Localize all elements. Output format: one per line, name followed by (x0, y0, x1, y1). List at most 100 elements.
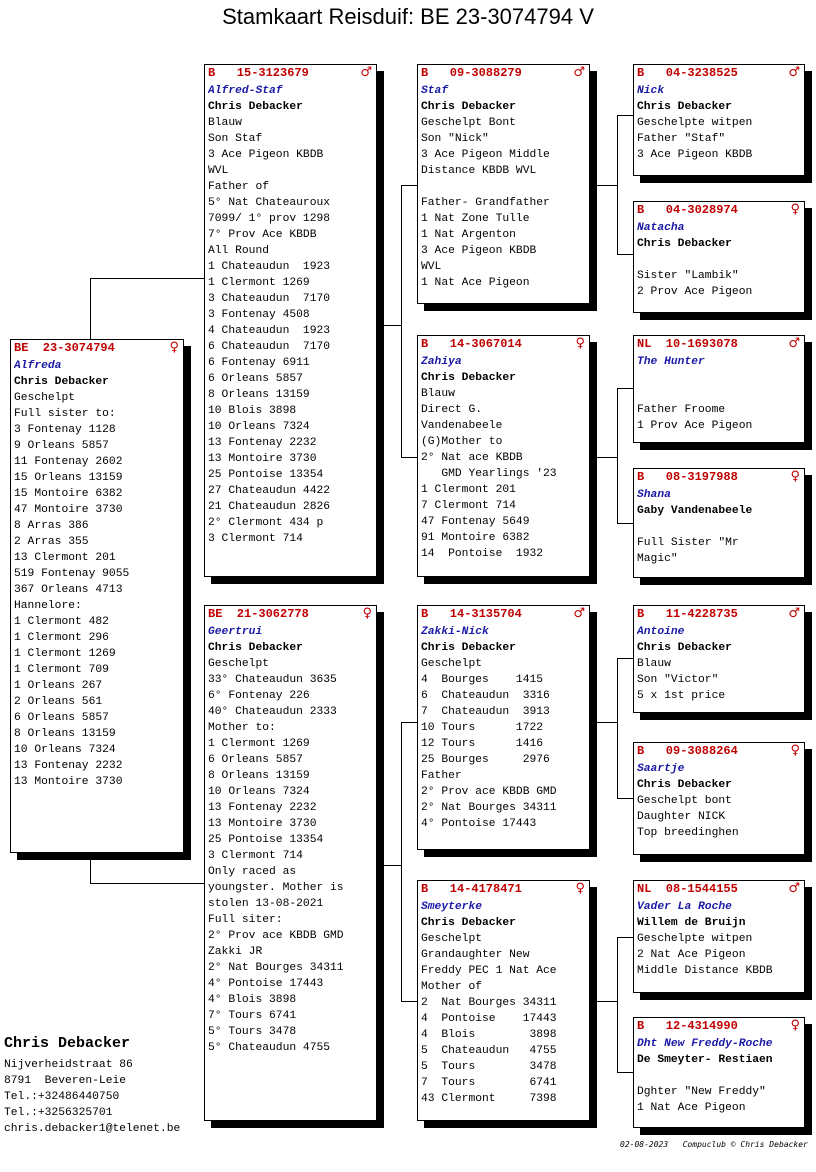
pedigree-line: Father of (208, 181, 270, 193)
connector (617, 1072, 633, 1073)
pedigree-line: 5 x 1st price (637, 690, 726, 702)
pigeon-name: Saartje (637, 763, 685, 775)
pedigree-line: 13 Fontenay 2232 (208, 437, 317, 449)
pedigree-line: Geschelpte witpen (637, 933, 753, 945)
owner-address: Nijverheidstraat 86 (4, 1059, 133, 1071)
owner-city: 8791 Beveren-Leie (4, 1075, 127, 1087)
pedigree-line: 3 Ace Pigeon KBDB (208, 149, 324, 161)
pigeon-name: Dht New Freddy-Roche (637, 1038, 773, 1050)
pedigree-line: 13 Montoire 3730 (208, 453, 317, 465)
pedigree-line: 6 Fontenay 6911 (208, 357, 310, 369)
pedigree-line: 2 Nat Bourges 34311 (421, 997, 557, 1009)
ring-number: B 11-4228735 (637, 607, 738, 621)
connector (617, 523, 633, 524)
connector (617, 254, 633, 255)
pedigree-line: 25 Bourges 2976 (421, 754, 550, 766)
pedigree-line: 5° Tours 3478 (208, 1026, 297, 1038)
pedigree-line: 2° Nat Bourges 34311 (421, 802, 557, 814)
pedigree-line: 6 Chateaudun 7170 (208, 341, 331, 353)
page-title: Stamkaart Reisduif: BE 23-3074794 V (222, 4, 594, 29)
pedigree-line: Blauw (208, 117, 242, 129)
pedigree-line: 1 Clermont 201 (421, 484, 516, 496)
connector (90, 883, 204, 884)
pedigree-line: Father- Grandfather (421, 197, 550, 209)
ring-number: B 14-3067014 (421, 337, 522, 351)
female-icon: ♀ (362, 606, 372, 621)
female-icon: ♀ (790, 202, 800, 217)
connector (617, 658, 618, 798)
pedigree-line: 2° Nat Bourges 34311 (208, 962, 344, 974)
pedigree-line: 33° Chateaudun 3635 (208, 674, 337, 686)
pedigree-line: 47 Fontenay 5649 (421, 516, 530, 528)
pedigree-line: 2° Clermont 434 p (208, 517, 324, 529)
pedigree-line: 5 Chateaudun 4755 (421, 1045, 557, 1057)
pedigree-line: WVL (421, 261, 442, 273)
pedigree-line: 6 Chateaudun 3316 (421, 690, 550, 702)
pedigree-line: Middle Distance KBDB (637, 965, 773, 977)
pedigree-line: Father (421, 770, 462, 782)
pedigree-line: Blauw (421, 388, 455, 400)
pedigree-line: 1 Clermont 1269 (208, 738, 310, 750)
connector (617, 115, 633, 116)
pedigree-line: 2° Prov ace KBDB GMD (208, 930, 344, 942)
pedigree-line: Father "Staf" (637, 133, 726, 145)
pedigree-line: Direct G. (421, 404, 483, 416)
ring-number: BE 21-3062778 (208, 607, 309, 621)
pedigree-line: 1 Nat Ace Pigeon (637, 1102, 746, 1114)
ring-number: B 04-3238525 (637, 66, 738, 80)
pedigree-line: 7099/ 1° prov 1298 (208, 213, 331, 225)
pedigree-line: All Round (208, 245, 270, 257)
pigeon-name: Geertrui (208, 626, 263, 638)
connector (617, 115, 618, 254)
male-icon: ♂ (573, 65, 585, 80)
female-icon: ♀ (575, 881, 585, 896)
connector (617, 937, 618, 1072)
pigeon-name: Nick (637, 85, 665, 97)
connector (401, 185, 417, 186)
connector (384, 325, 401, 326)
pedigree-line: 14 Pontoise 1932 (421, 548, 544, 560)
ring-number: B 14-4178471 (421, 882, 522, 896)
pedigree-line: Distance KBDB WVL (421, 165, 537, 177)
pigeon-owner: Chris Debacker (421, 101, 516, 113)
pedigree-line: (G)Mother to (421, 436, 503, 448)
pigeon-owner: Chris Debacker (637, 101, 732, 113)
pedigree-line: Top breedinghen (637, 827, 739, 839)
pedigree-line: 21 Chateaudun 2826 (208, 501, 331, 513)
pigeon-name: Alfreda (14, 360, 62, 372)
male-icon: ♂ (360, 65, 372, 80)
connector (617, 388, 633, 389)
pedigree-line: 2 Prov Ace Pigeon (637, 286, 753, 298)
ring-number: NL 10-1693078 (637, 337, 738, 351)
pedigree-line: 8 Orleans 13159 (208, 389, 310, 401)
pedigree-line: Only raced as (208, 866, 297, 878)
pedigree-line: Full sister to: (14, 408, 116, 420)
pedigree-line: Geschelpt (14, 392, 76, 404)
pigeon-name: Antoine (637, 626, 685, 638)
ring-number: B 08-3197988 (637, 470, 738, 484)
pedigree-line: 7 Tours 6741 (421, 1077, 557, 1089)
pedigree-line: 1 Clermont 482 (14, 616, 109, 628)
pigeon-owner: Chris Debacker (14, 376, 109, 388)
pedigree-line: Geschelpt (421, 658, 483, 670)
pigeon-owner: Chris Debacker (421, 917, 516, 929)
pigeon-name: Alfred-Staf (208, 85, 283, 97)
male-icon: ♂ (788, 336, 800, 351)
pedigree-line: 1 Nat Argenton (421, 229, 516, 241)
pedigree-line: 1 Clermont 709 (14, 664, 109, 676)
pedigree-line: Mother to: (208, 722, 276, 734)
pedigree-line: 47 Montoire 3730 (14, 504, 123, 516)
pigeon-owner: Chris Debacker (208, 101, 303, 113)
